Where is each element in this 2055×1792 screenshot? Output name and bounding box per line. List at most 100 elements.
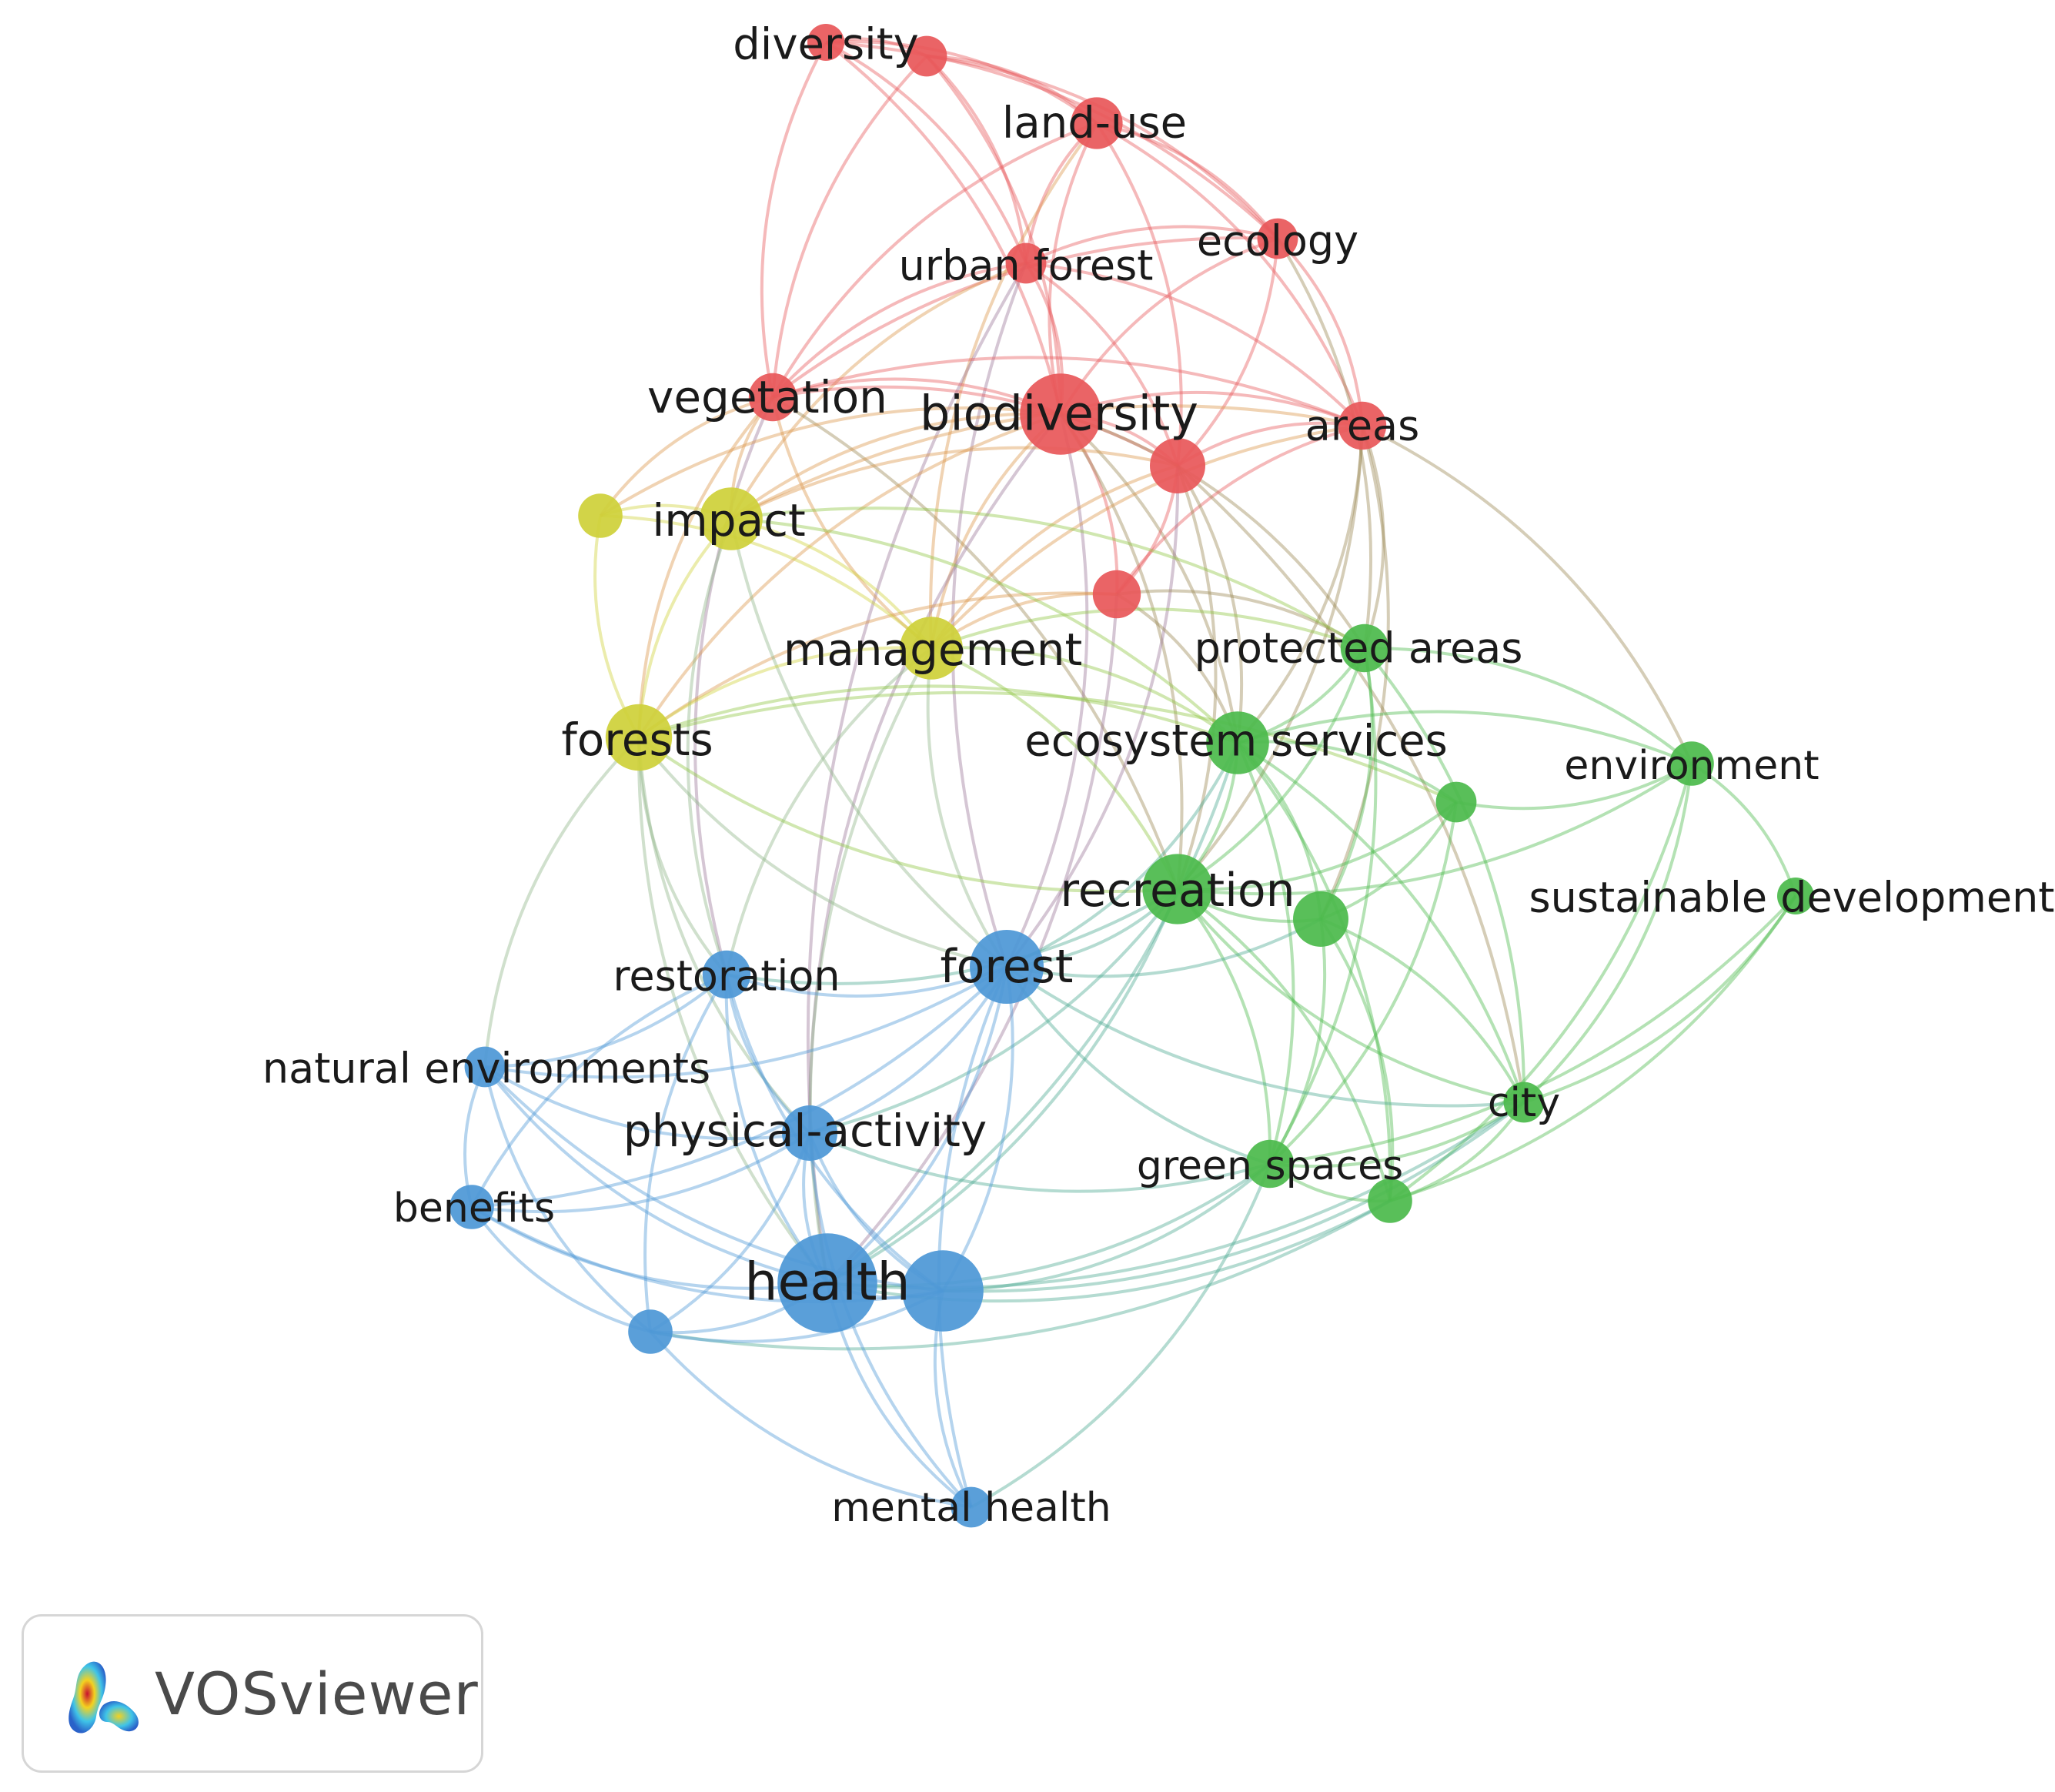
link-forests-restoration <box>637 737 728 976</box>
node-restoration[interactable] <box>702 950 751 999</box>
link-protected_areas-city <box>1363 647 1526 1103</box>
link-forest-blue_a <box>941 966 1014 1292</box>
node-ecosystem_services[interactable] <box>1206 711 1269 774</box>
link-management-protected_areas <box>931 607 1365 650</box>
link-biodiversity-protected_areas <box>1060 413 1366 650</box>
link-ecosystem_services-green_spaces <box>1236 742 1295 1165</box>
node-environment[interactable] <box>1669 741 1714 786</box>
link-red_a-ecosystem_services <box>1176 464 1244 744</box>
link-physical_activity-blue_b <box>649 1132 811 1333</box>
label-recreation: recreation <box>1060 864 1295 918</box>
node-green_b[interactable] <box>1293 891 1348 947</box>
node-recreation[interactable] <box>1142 854 1213 924</box>
node-yellow_a[interactable] <box>578 493 623 538</box>
link-natural_environments-blue_b <box>483 1066 652 1333</box>
link-ecology-areas <box>1276 237 1364 426</box>
node-areas[interactable] <box>1338 401 1387 450</box>
node-sustainable_development[interactable] <box>1777 878 1814 914</box>
link-green_c-blue_b <box>650 1199 1391 1351</box>
node-health[interactable] <box>777 1233 877 1333</box>
link-natural_environments-health <box>483 1065 828 1285</box>
link-management-ecosystem_services <box>931 646 1239 744</box>
link-recreation-physical_activity <box>809 888 1179 1135</box>
link-biodiversity-forests <box>637 413 1061 739</box>
node-vegetation[interactable] <box>748 373 797 422</box>
link-vegetation-recreation <box>771 396 1179 890</box>
node-blue_b[interactable] <box>628 1309 673 1354</box>
link-red_a-city <box>1176 464 1525 1103</box>
link-vegetation-management <box>771 396 933 650</box>
vosviewer-badge: VOSviewer <box>22 1614 483 1773</box>
link-diversity_b-vegetation <box>771 55 928 398</box>
link-green_b-green_spaces <box>1268 918 1327 1165</box>
link-forests-physical_activity <box>637 737 811 1135</box>
label-biodiversity: biodiversity <box>920 386 1198 442</box>
node-biodiversity[interactable] <box>1020 373 1101 455</box>
label-forests: forests <box>561 714 713 766</box>
link-protected_areas-environment <box>1364 646 1693 765</box>
link-yellow_a-biodiversity <box>599 406 1061 517</box>
link-forests-natural_environments <box>483 736 640 1068</box>
link-physical_activity-benefits <box>471 1132 811 1214</box>
link-forests-ecosystem_services <box>638 684 1238 744</box>
link-green_a-recreation <box>1177 801 1458 891</box>
link-urban_forest-forest <box>951 262 1028 968</box>
link-diversity-biodiversity <box>824 41 1062 415</box>
link-biodiversity-impact <box>730 412 1061 520</box>
label-management: management <box>784 624 1083 676</box>
node-diversity[interactable] <box>807 24 844 61</box>
link-recreation-health <box>827 888 1179 1285</box>
node-benefits[interactable] <box>449 1185 494 1229</box>
link-diversity_b-urban_forest <box>925 55 1028 264</box>
label-land_use: land-use <box>1002 99 1187 149</box>
label-forest: forest <box>941 940 1074 994</box>
link-city-forest <box>1005 965 1525 1108</box>
link-vegetation-areas <box>772 356 1363 427</box>
link-blue_b-mental_health <box>649 1330 972 1509</box>
node-land_use[interactable] <box>1071 97 1123 149</box>
node-forests[interactable] <box>605 704 673 771</box>
link-land_use-red_a <box>1095 122 1183 466</box>
link-protected_areas-recreation <box>1176 647 1366 891</box>
node-impact[interactable] <box>700 487 763 550</box>
link-benefits-health <box>470 1205 828 1290</box>
node-green_c[interactable] <box>1368 1179 1412 1223</box>
link-environment-green_c <box>1388 763 1693 1202</box>
node-natural_environments[interactable] <box>464 1046 506 1088</box>
node-ecology[interactable] <box>1257 218 1298 259</box>
link-forest-health <box>826 966 1008 1285</box>
node-forest[interactable] <box>970 930 1044 1004</box>
link-ecosystem_services-environment <box>1237 710 1692 765</box>
link-management-forest <box>926 647 1008 968</box>
node-mental_health[interactable] <box>951 1486 992 1528</box>
label-areas: areas <box>1305 402 1420 450</box>
node-urban_forest[interactable] <box>1005 242 1047 284</box>
node-red_a[interactable] <box>1150 438 1205 493</box>
link-diversity-land_use <box>825 40 1098 125</box>
node-management[interactable] <box>900 617 963 680</box>
link-ecosystem_services-green_c <box>1236 741 1392 1202</box>
link-areas-ecosystem_services <box>1236 425 1364 744</box>
label-urban_forest: urban forest <box>899 242 1154 290</box>
link-green_spaces-physical_activity <box>809 1132 1271 1193</box>
label-physical_activity: physical-activity <box>623 1105 987 1157</box>
node-green_spaces[interactable] <box>1245 1139 1295 1189</box>
link-environment-green_a <box>1455 762 1692 811</box>
link-green_b-green_c <box>1319 918 1395 1202</box>
node-red_b[interactable] <box>1092 570 1141 619</box>
node-protected_areas[interactable] <box>1340 624 1389 673</box>
label-ecology: ecology <box>1197 217 1358 266</box>
link-recreation-green_c <box>1176 888 1392 1202</box>
link-physical_activity-mental_health <box>808 1132 973 1509</box>
node-physical_activity[interactable] <box>782 1105 837 1161</box>
node-blue_a[interactable] <box>902 1250 984 1332</box>
node-diversity_b[interactable] <box>906 35 947 77</box>
link-vegetation-restoration <box>693 396 774 975</box>
link-forest-mental_health <box>937 966 1008 1508</box>
label-sustainable_development: sustainable development <box>1529 874 2055 922</box>
label-mental_health: mental health <box>831 1485 1111 1531</box>
label-diversity: diversity <box>733 20 919 70</box>
node-green_a[interactable] <box>1435 781 1477 823</box>
node-city[interactable] <box>1503 1082 1545 1123</box>
